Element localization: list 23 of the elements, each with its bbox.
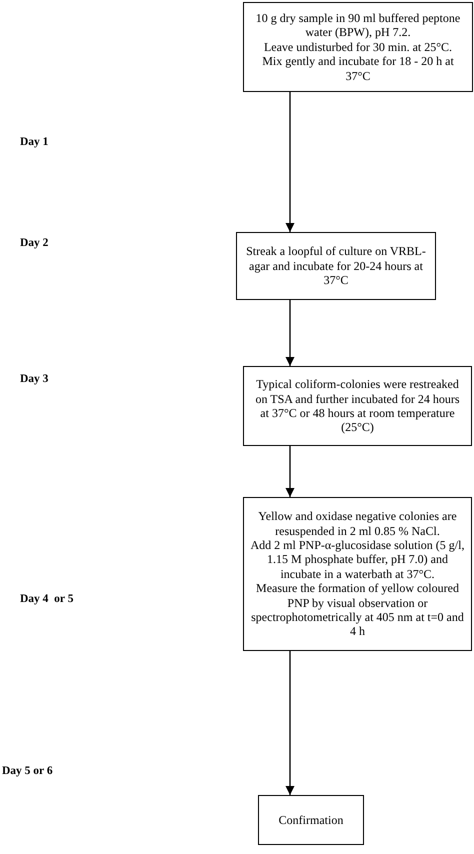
step-text: Typical coliform-colonies were restreaked on TSA and further incubated for 24 hours at 37°C or 48 hours at room temperature (25°C) — [254, 377, 461, 435]
arrow — [286, 300, 294, 366]
day-label: Day 4 or 5 — [20, 593, 74, 605]
step-text: Add 2 ml PNP-α-glucosidase solution (5 g/l, 1.15 M phosphate buffer, pH 7.0) and incubate in a waterbath at 37°C. — [250, 538, 465, 582]
step-text: Leave undisturbed for 30 min. at 25°C. — [264, 40, 452, 54]
day-label: Day 1 — [20, 136, 48, 148]
step-text: Mix gently and incubate for 18 - 20 h at 37°C — [261, 54, 455, 83]
process-box — [243, 497, 472, 651]
arrow — [286, 651, 294, 795]
process-box — [243, 366, 472, 446]
step-text: Yellow and oxidase negative colonies are resuspended in 2 ml 0.85 % NaCl. — [257, 509, 458, 538]
day-label: Day 5 or 6 — [2, 765, 53, 777]
day-label: Day 3 — [20, 373, 48, 385]
arrow — [286, 446, 294, 497]
process-box — [258, 795, 364, 845]
process-box — [243, 2, 473, 92]
step-text: 10 g dry sample in 90 ml buffered peptone water (BPW), pH 7.2. — [254, 11, 462, 40]
arrow — [286, 92, 294, 232]
day-label: Day 2 — [20, 237, 48, 249]
step-text: Confirmation — [278, 812, 344, 828]
step-text: Streak a loopful of culture on VRBL-agar and incubate for 20-24 hours at 37°C — [245, 244, 427, 288]
process-box — [236, 232, 436, 300]
step-text: Measure the formation of yellow coloured PNP by visual observation or spectrophotometrically at 405 nm at t=0 and 4 h — [250, 581, 465, 639]
